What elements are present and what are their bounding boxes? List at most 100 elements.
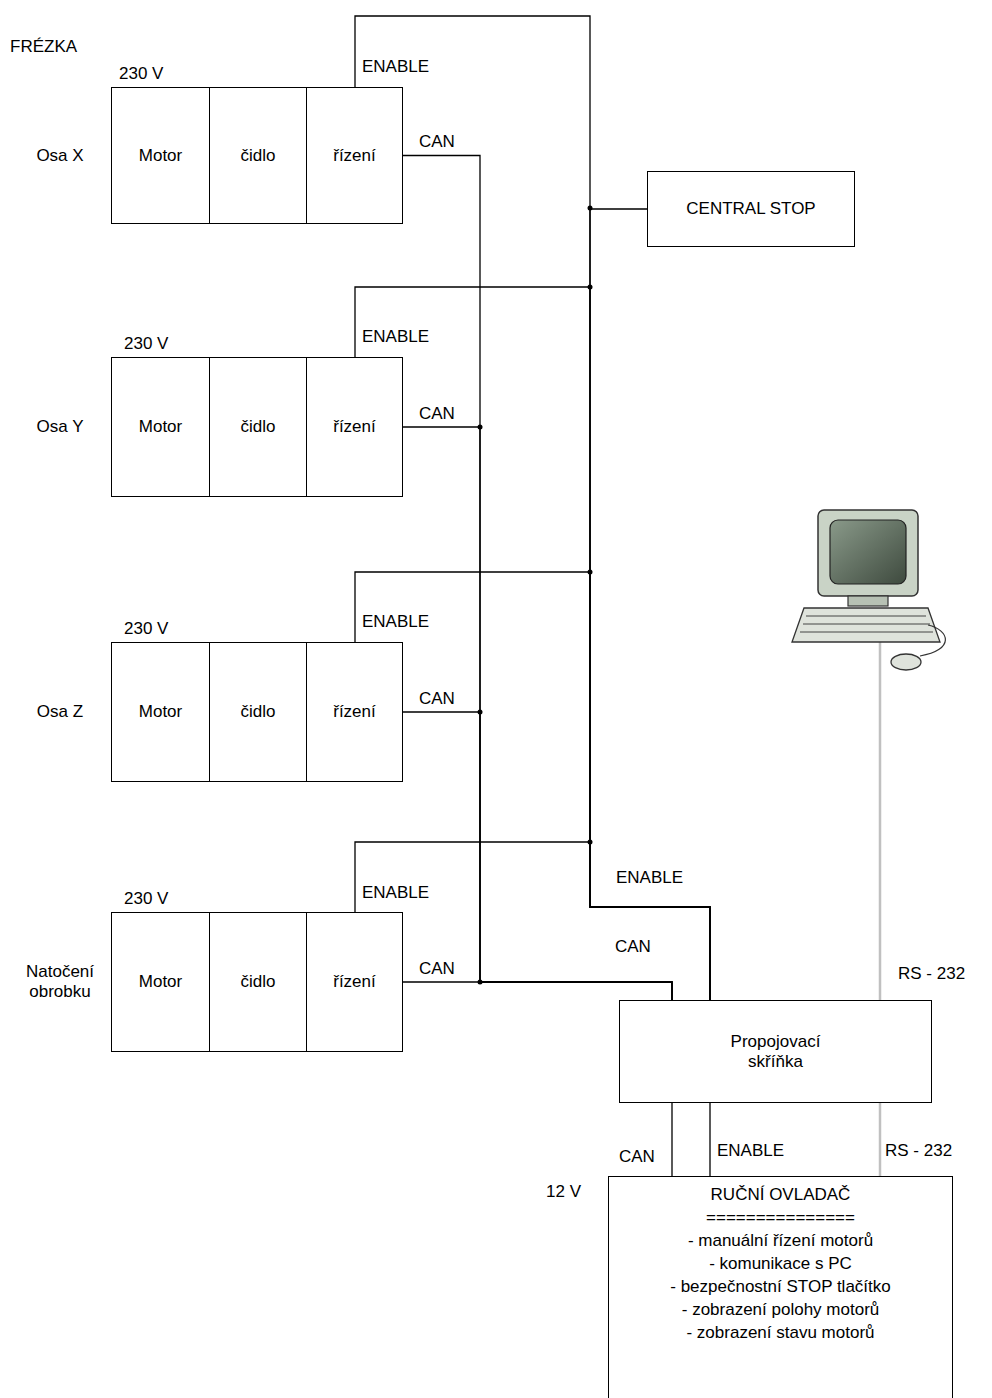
node-text: Propojovací skříňka [716,1032,836,1072]
node-content: Motor [112,88,209,223]
node-text: Motor [139,702,182,722]
panel-text: - zobrazení polohy motorů [682,1298,880,1321]
node-content: řízení [307,913,402,1051]
node-content: čidlo [210,358,306,496]
axis-unit-box: Natočení obrobkuMotorčidlořízení [111,912,403,1052]
node-text: Motor [139,146,182,166]
component-cell: Motor [112,643,209,781]
node-content: čidlo [210,88,306,223]
signal-name: CAN [418,404,456,424]
voltage-label: 230 V [118,64,164,84]
signal-name: ENABLE [361,612,430,632]
axis-name: Osa X [36,146,83,166]
axis-name: Osa Y [37,417,84,437]
signal-name: RS - 232 [884,1141,953,1161]
component-cell: řízení [306,643,402,781]
panel-text: RUČNÍ OVLADAČ [711,1183,851,1206]
axis-heading-holder: Natočení obrobku [14,913,106,1051]
mouse-cable [920,625,945,656]
node-content: řízení [307,643,402,781]
signal-wire [402,427,672,1000]
voltage-label: 230 V [123,889,169,909]
axis-unit-box: Osa XMotorčidlořízení [111,87,403,224]
pc-icon [792,510,945,1000]
panel-text: - bezpečnostní STOP tlačítko [670,1275,891,1298]
node-text: čidlo [241,417,276,437]
component-cell: řízení [306,88,402,223]
rs232-cable [879,640,882,1000]
signal-wire [355,287,710,1000]
node-text: řízení [333,146,376,166]
node-content: řízení [307,358,402,496]
keyboard-keys [800,616,933,632]
signal-name: RS - 232 [897,964,966,984]
signal-wire [355,572,710,1000]
signal-name: ENABLE [361,57,430,77]
axis-unit-box: Osa ZMotorčidlořízení [111,642,403,782]
panel-text: - manuální řízení motorů [688,1229,873,1252]
node-content: CENTRAL STOP [648,172,854,246]
serial-cable [879,1103,882,1176]
signal-name: CAN [614,937,652,957]
signal-name: CAN [618,1147,656,1167]
component-cell: čidlo [209,88,306,223]
keyboard [792,608,940,642]
axis-heading-holder: Osa Z [14,643,106,781]
node-text: řízení [333,702,376,722]
node-content: Propojovací skříňka [620,1001,931,1102]
node-text: čidlo [241,146,276,166]
node-text: CENTRAL STOP [686,199,815,219]
axis-heading-holder: Osa X [14,88,106,223]
panel-text: =============== [706,1206,855,1229]
monitor-screen [830,520,906,584]
node-text: řízení [333,972,376,992]
signal-name: ENABLE [361,327,430,347]
signal-wire [355,16,710,1000]
component-cell: řízení [306,913,402,1051]
machine-title: FRÉZKA [10,37,77,57]
component-cell: čidlo [209,913,306,1051]
component-cell: čidlo [209,358,306,496]
signal-wire [355,842,710,1000]
node-content: Motor [112,358,209,496]
axis-name: Natočení obrobku [14,962,106,1002]
signal-wire [709,1103,710,1176]
signal-wire [402,982,672,1000]
signal-name: CAN [418,132,456,152]
signal-wire [671,1103,672,1176]
voltage-label: 230 V [123,619,169,639]
monitor-frame [818,510,918,596]
device-box: CENTRAL STOP [647,171,855,247]
component-cell: řízení [306,358,402,496]
monitor-stand [848,596,888,606]
node-text: čidlo [241,702,276,722]
signal-name: ENABLE [615,868,684,888]
signal-name: ENABLE [716,1141,785,1161]
axis-unit-box: Osa YMotorčidlořízení [111,357,403,497]
node-content: Motor [112,643,209,781]
signal-name: ENABLE [361,883,430,903]
mouse [891,654,921,670]
node-content: řízení [307,88,402,223]
node-text: Motor [139,417,182,437]
axis-name: Osa Z [37,702,83,722]
voltage-label: 12 V [545,1182,582,1202]
signal-name: CAN [418,959,456,979]
panel-text: - zobrazení stavu motorů [686,1321,874,1344]
device-box: Propojovací skříňka [619,1000,932,1103]
panel-text: - komunikace s PC [709,1252,852,1275]
signal-wire [402,712,672,1000]
axis-heading-holder: Osa Y [14,358,106,496]
signal-name: CAN [418,689,456,709]
node-content: čidlo [210,643,306,781]
component-cell: Motor [112,913,209,1051]
node-text: čidlo [241,972,276,992]
component-cell: Motor [112,88,209,223]
node-content: Motor [112,913,209,1051]
node-content: RUČNÍ OVLADAČ===============- manuální ř… [609,1177,952,1398]
node-content: čidlo [210,913,306,1051]
node-text: řízení [333,417,376,437]
signal-wire [590,209,710,1000]
controller-box: RUČNÍ OVLADAČ===============- manuální ř… [608,1176,953,1398]
